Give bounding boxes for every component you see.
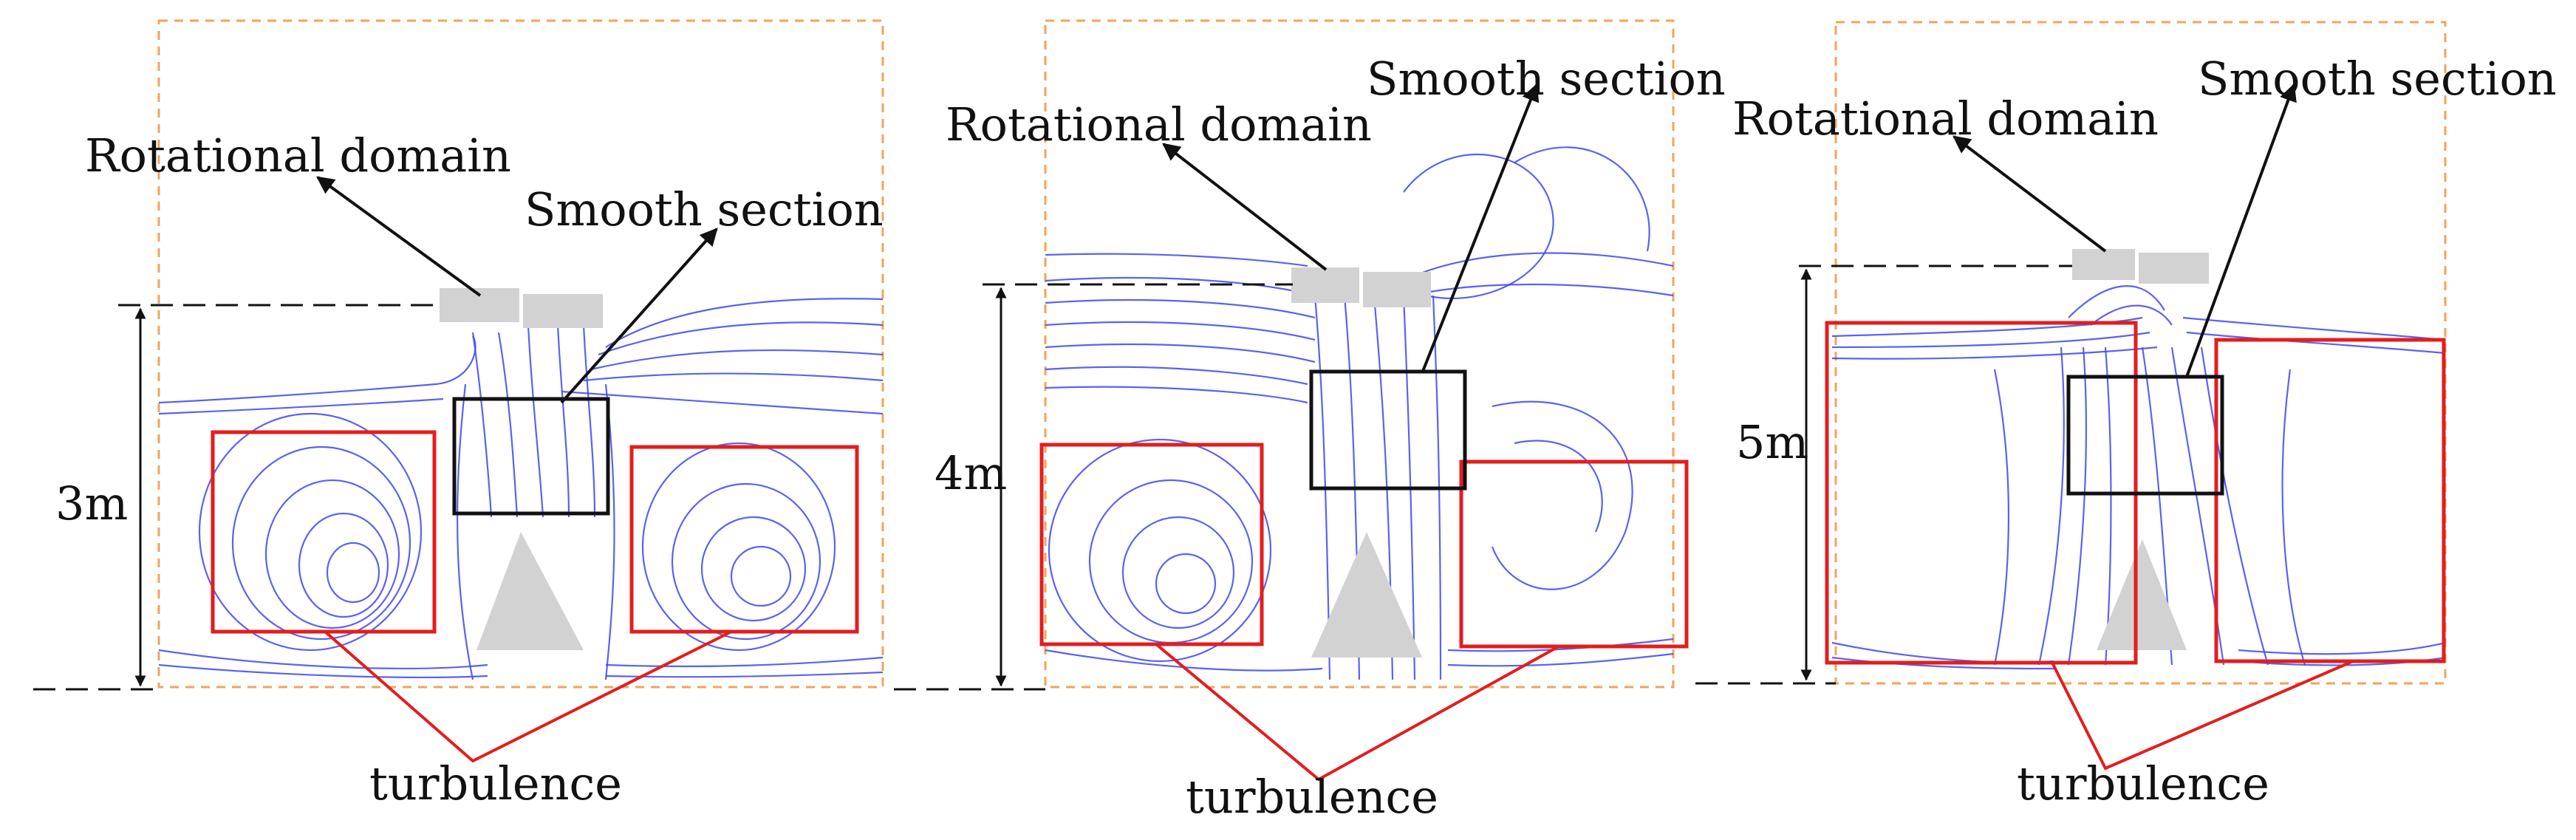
smooth-section-label: Smooth section xyxy=(1367,52,1726,106)
rotational-domain-label: Rotational domain xyxy=(85,129,511,182)
rotor-block-right xyxy=(2139,253,2209,284)
turbulence-box-right xyxy=(1459,460,1689,649)
panel-4m: 4m Rotational domain Smooth section turb… xyxy=(894,19,1726,824)
rotor-block-right xyxy=(1363,272,1431,307)
rotational-domain-label: Rotational domain xyxy=(946,98,1372,151)
turbulence-box-left xyxy=(1039,443,1264,646)
turbulence-box-left xyxy=(211,430,437,634)
turbulence-label: turbulence xyxy=(2017,757,2269,810)
rotational-leader xyxy=(316,176,482,297)
streamlines xyxy=(158,298,884,680)
turbulence-label: turbulence xyxy=(1186,770,1438,824)
domain-boundary xyxy=(1044,19,1675,689)
rotor-block-left xyxy=(2072,249,2135,280)
height-label: 4m xyxy=(935,446,1007,500)
rotor-block-left xyxy=(1291,267,1359,303)
turbulence-box-right xyxy=(2214,338,2446,663)
turbulence-leader xyxy=(1155,643,1559,782)
rotational-domain-label: Rotational domain xyxy=(1732,92,2159,146)
turbulence-box-right xyxy=(629,445,859,634)
height-label: 3m xyxy=(55,477,128,530)
rotor-block-right xyxy=(523,294,603,328)
smooth-leader xyxy=(2185,83,2297,378)
panel-5m: 5m Rotational domain Smooth section turb… xyxy=(1695,21,2557,810)
smooth-section-label: Smooth section xyxy=(525,182,884,236)
turbulence-leader xyxy=(324,630,732,763)
smooth-section-box xyxy=(452,397,610,516)
smooth-section-label: Smooth section xyxy=(2198,52,2557,106)
height-label: 5m xyxy=(1736,415,1808,469)
smooth-section-box xyxy=(2066,375,2224,496)
tree-shape xyxy=(1311,532,1422,658)
smooth-leader xyxy=(1421,83,1540,374)
smooth-section-box xyxy=(1309,369,1467,491)
domain-boundary xyxy=(1834,21,2447,685)
streamlines xyxy=(1831,285,2446,670)
rotational-leader xyxy=(1953,135,2107,253)
tree-shape xyxy=(2097,539,2187,650)
tree-shape xyxy=(476,532,584,650)
rotational-leader xyxy=(1162,143,1328,271)
smooth-leader xyxy=(560,228,718,404)
turbulence-label: turbulence xyxy=(369,757,622,810)
turbulence-leader xyxy=(2051,660,2354,771)
panel-3m: 3m Rotational domain Smooth section turb… xyxy=(33,19,884,810)
